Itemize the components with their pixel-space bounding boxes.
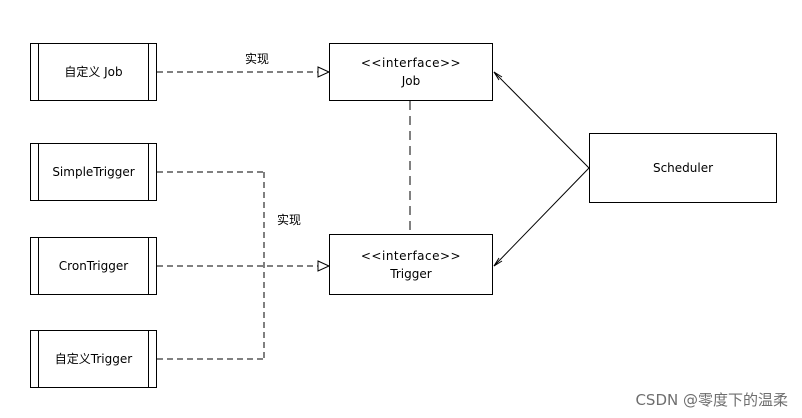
job-interface-label: Job: [401, 74, 421, 88]
simple-trigger-label: SimpleTrigger: [52, 165, 135, 179]
job-interface-stereotype: <<interface>>: [360, 56, 462, 70]
trigger-interface-stereotype: <<interface>>: [360, 248, 462, 263]
cron-trigger-node[interactable]: CronTrigger: [30, 237, 157, 295]
simple-trigger-node[interactable]: SimpleTrigger: [30, 143, 157, 201]
edge-scheduler-to-job: [493, 71, 590, 169]
trigger-interface-label: Trigger: [390, 266, 432, 281]
custom-job-label: 自定义 Job: [64, 65, 123, 79]
custom-trigger-label: 自定义Trigger: [54, 352, 133, 366]
implements-job-edge-label: 实现: [245, 52, 270, 66]
job-interface-node[interactable]: <<interface>> Job: [329, 43, 493, 101]
edge-scheduler-to-trigger: [493, 167, 590, 267]
implements-trigger-edge-label: 实现: [277, 213, 302, 227]
cron-trigger-label: CronTrigger: [58, 259, 129, 273]
custom-trigger-node[interactable]: 自定义Trigger: [30, 330, 157, 388]
scheduler-label: Scheduler: [652, 161, 714, 175]
edge-triggers-implement-trigger: [157, 171, 331, 360]
scheduler-node[interactable]: Scheduler: [589, 133, 777, 203]
edge-custom-job-implements-job: [157, 66, 331, 78]
custom-job-node[interactable]: 自定义 Job: [30, 43, 157, 101]
watermark: CSDN @零度下的温柔: [635, 391, 788, 409]
trigger-interface-node[interactable]: <<interface>> Trigger: [329, 234, 493, 295]
